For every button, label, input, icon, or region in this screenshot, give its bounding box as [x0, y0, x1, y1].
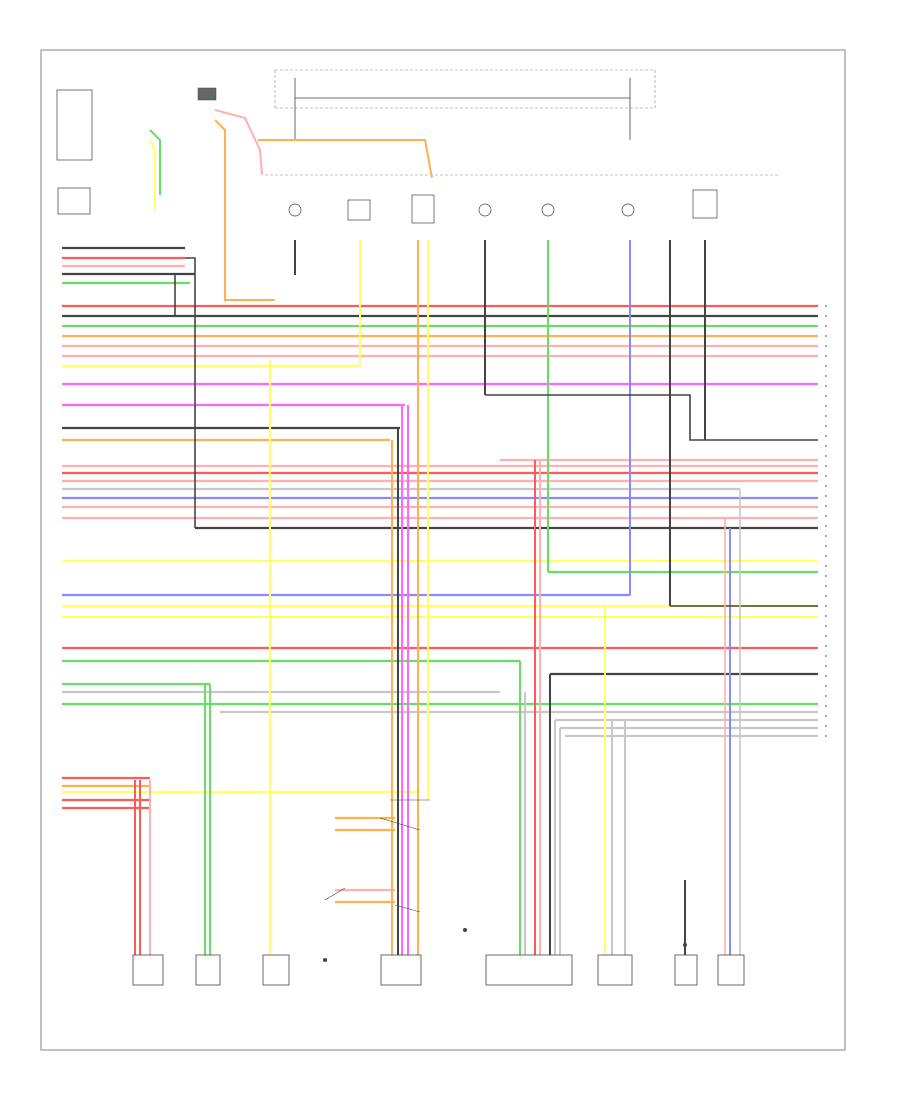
- relay-4-icon: [478, 203, 492, 217]
- bus-wires: [62, 246, 818, 904]
- switch-group: [323, 799, 687, 962]
- bottom-component-box: [674, 954, 698, 986]
- right-connector-pin: [825, 565, 827, 567]
- diagram-frame: [40, 49, 846, 1051]
- bottom-component-box: [597, 954, 633, 986]
- bottom-component-box: [380, 954, 422, 986]
- right-connector-pin: [825, 475, 827, 477]
- relay-1-icon: [288, 203, 302, 217]
- right-connector-pin: [825, 495, 827, 497]
- right-connector-pin: [825, 545, 827, 547]
- right-connector-pin: [825, 635, 827, 637]
- right-connector-pin: [825, 735, 827, 737]
- right-connector-pin: [825, 515, 827, 517]
- right-connector-pin: [825, 605, 827, 607]
- right-connector-pin: [825, 595, 827, 597]
- bottom-components: [132, 305, 827, 986]
- right-connector-pin: [825, 405, 827, 407]
- right-connector-pin: [825, 665, 827, 667]
- right-connector-pin: [825, 345, 827, 347]
- routed-wire-orange: [258, 139, 433, 179]
- right-connector-pin: [825, 655, 827, 657]
- right-connector-pin: [825, 575, 827, 577]
- right-connector-pin: [825, 695, 827, 697]
- right-connector-pin: [825, 555, 827, 557]
- right-connector-pin: [825, 435, 827, 437]
- ground-point-icon: [463, 928, 467, 932]
- right-connector-pin: [825, 645, 827, 647]
- right-connector-pin: [825, 375, 827, 377]
- right-connector-pin: [825, 325, 827, 327]
- right-connector-pin: [825, 705, 827, 707]
- right-connector-pin: [825, 685, 827, 687]
- right-connector-pin: [825, 305, 827, 307]
- routed-wire-yellow: [149, 139, 156, 210]
- routed-wire-black: [485, 394, 818, 441]
- right-connector-pin: [825, 725, 827, 727]
- right-connector-pin: [825, 505, 827, 507]
- relay-7: [692, 189, 718, 219]
- right-connector-pin: [825, 535, 827, 537]
- bottom-component-box: [485, 954, 573, 986]
- right-connector-pin: [825, 315, 827, 317]
- right-connector-pin: [825, 525, 827, 527]
- bottom-component-box: [195, 954, 221, 986]
- bottom-component-box: [717, 954, 745, 986]
- routed-wire-pink: [720, 517, 726, 965]
- bottom-component-box: [262, 954, 290, 986]
- routed-wire-black: [185, 257, 196, 528]
- right-connector-pin: [825, 465, 827, 467]
- right-connector-pin: [825, 675, 827, 677]
- bottom-component-box: [132, 954, 164, 986]
- relay-3: [411, 194, 435, 224]
- right-connector-pin: [825, 415, 827, 417]
- right-connector-pin: [825, 445, 827, 447]
- left-top-connector: [56, 87, 217, 215]
- routed-wire-orange: [214, 119, 275, 301]
- right-connector-pin: [825, 485, 827, 487]
- right-connector-pin: [825, 615, 827, 617]
- routed-wire-green: [149, 129, 161, 195]
- ground-point-icon: [683, 943, 687, 947]
- power-distribution-top: [265, 69, 780, 176]
- right-connector-pin: [825, 455, 827, 457]
- right-connector-pin: [825, 335, 827, 337]
- right-connector-pin: [825, 715, 827, 717]
- right-connector-pin: [825, 625, 827, 627]
- right-connector-pin: [825, 585, 827, 587]
- relay-2: [347, 199, 371, 221]
- relay-row: [288, 189, 718, 224]
- relay-5-icon: [541, 203, 555, 217]
- right-connector-pin: [825, 385, 827, 387]
- relay-6-icon: [621, 203, 635, 217]
- right-connector-pin: [825, 425, 827, 427]
- right-connector-pin: [825, 355, 827, 357]
- routed-wire-pink: [214, 109, 263, 176]
- ground-point-icon: [323, 958, 327, 962]
- right-connector-pin: [825, 395, 827, 397]
- sensor-icon: [197, 87, 217, 101]
- vertical-wires: [134, 109, 818, 965]
- right-connector-pin: [825, 365, 827, 367]
